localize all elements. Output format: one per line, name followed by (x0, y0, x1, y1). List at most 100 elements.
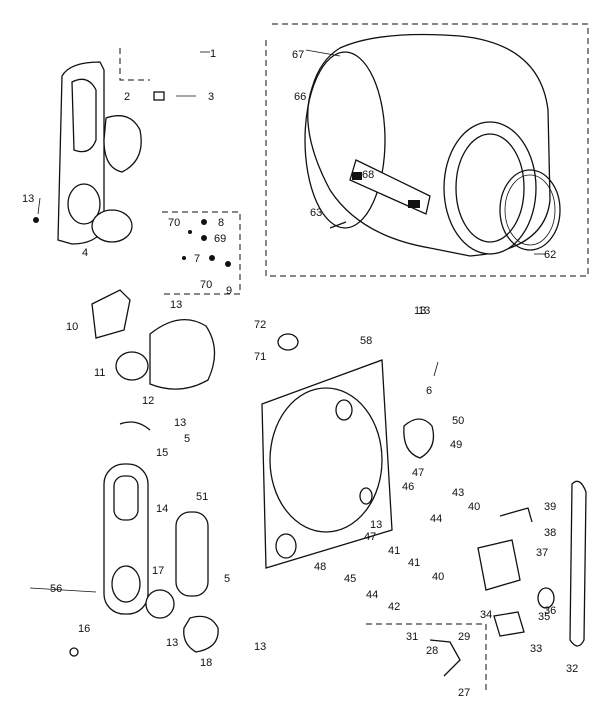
label-36: 36 (544, 605, 556, 617)
label-28: 28 (426, 645, 438, 657)
label-58: 58 (360, 335, 372, 347)
label-40a: 40 (468, 501, 480, 513)
label-13f: 13 (254, 641, 266, 653)
leader-lines (29, 49, 546, 593)
label-31: 31 (406, 631, 418, 643)
label-62: 62 (544, 249, 556, 261)
label-47a: 47 (412, 467, 424, 479)
label-6: 6 (426, 385, 432, 397)
label-9: 9 (226, 285, 232, 297)
pulley-35 (537, 587, 555, 609)
part-17 (145, 589, 175, 619)
label-13e: 13 (166, 637, 178, 649)
label-66: 66 (294, 91, 306, 103)
label-18: 18 (200, 657, 212, 669)
label-17: 17 (152, 565, 164, 577)
label-37: 37 (536, 547, 548, 559)
label-13b: 13 (170, 299, 182, 311)
label-41a: 41 (388, 545, 400, 557)
label-68: 68 (362, 169, 374, 181)
door-seal-4 (91, 209, 133, 243)
part-18 (183, 615, 219, 653)
bulkhead-48 (261, 359, 393, 569)
label-69: 69 (214, 233, 226, 245)
label-13g: 13 (370, 519, 382, 531)
label-42: 42 (388, 601, 400, 613)
label-1: 1 (210, 48, 216, 60)
part-labels: 1 2 3 4 13 70 8 69 7 70 9 67 66 68 63 62… (22, 48, 578, 699)
label-34: 34 (480, 609, 492, 621)
blower-wheel-10 (91, 289, 131, 339)
drum-assembly (265, 23, 589, 277)
label-33: 33 (530, 643, 542, 655)
front-panel-assembly (33, 48, 241, 295)
door-opening (71, 78, 97, 153)
blower-inlet-11 (115, 351, 149, 381)
label-13a: 13 (22, 193, 34, 205)
bracket-33 (493, 611, 525, 637)
label-12: 12 (142, 395, 154, 407)
label-2: 2 (124, 91, 130, 103)
label-15: 15 (156, 447, 168, 459)
label-67: 67 (292, 49, 304, 61)
label-35: 35 (538, 611, 550, 623)
blower-housing (149, 319, 216, 390)
label-10: 10 (66, 321, 78, 333)
label-47b: 47 (364, 531, 376, 543)
label-27: 27 (458, 687, 470, 699)
label-39: 39 (544, 501, 556, 513)
duct-assembly (69, 463, 219, 657)
bulkhead-assembly (261, 333, 435, 569)
label-50: 50 (452, 415, 464, 427)
label-71: 71 (254, 351, 266, 363)
filter-50 (403, 418, 435, 459)
label-38: 38 (544, 527, 556, 539)
label-13h: 13 (418, 305, 430, 317)
label-41b: 41 (408, 557, 420, 569)
label-11: 11 (94, 367, 105, 379)
door-gasket-2 (103, 115, 142, 173)
label-70a: 70 (168, 217, 180, 229)
label-14: 14 (156, 503, 168, 515)
drum-rear-rim (304, 51, 386, 229)
label-40b: 40 (432, 571, 444, 583)
screw-13 (33, 217, 39, 223)
label-44a: 44 (430, 513, 442, 525)
drum-seal-62 (499, 169, 561, 251)
label-29: 29 (458, 631, 470, 643)
blower-assembly (91, 289, 216, 431)
label-63: 63 (310, 207, 322, 219)
label-5a: 5 (184, 433, 190, 445)
drive-belt-32 (569, 480, 587, 647)
label-13d: 13 (174, 417, 186, 429)
motor-belt-assembly (366, 480, 587, 690)
label-32: 32 (566, 663, 578, 675)
part-72 (277, 333, 299, 351)
label-4: 4 (82, 247, 88, 259)
screw-63 (329, 221, 347, 229)
label-16: 16 (78, 623, 90, 635)
label-44b: 44 (366, 589, 378, 601)
label-72: 72 (254, 319, 266, 331)
lint-screen-51 (175, 511, 209, 597)
label-56: 56 (50, 583, 62, 595)
label-51: 51 (196, 491, 208, 503)
drum-front-ring (443, 121, 537, 255)
label-48: 48 (314, 561, 326, 573)
label-3: 3 (208, 91, 214, 103)
label-49: 49 (450, 439, 462, 451)
label-43: 43 (452, 487, 464, 499)
label-13c: 13 (414, 305, 426, 317)
label-46: 46 (402, 481, 414, 493)
part-3 (153, 91, 165, 101)
label-5b: 5 (224, 573, 230, 585)
label-45: 45 (344, 573, 356, 585)
label-7: 7 (194, 253, 200, 265)
motor (477, 539, 521, 591)
drum-group-boundary (265, 23, 589, 277)
idler-39 (499, 507, 533, 523)
label-8: 8 (218, 217, 224, 229)
duct-14 (103, 463, 149, 615)
